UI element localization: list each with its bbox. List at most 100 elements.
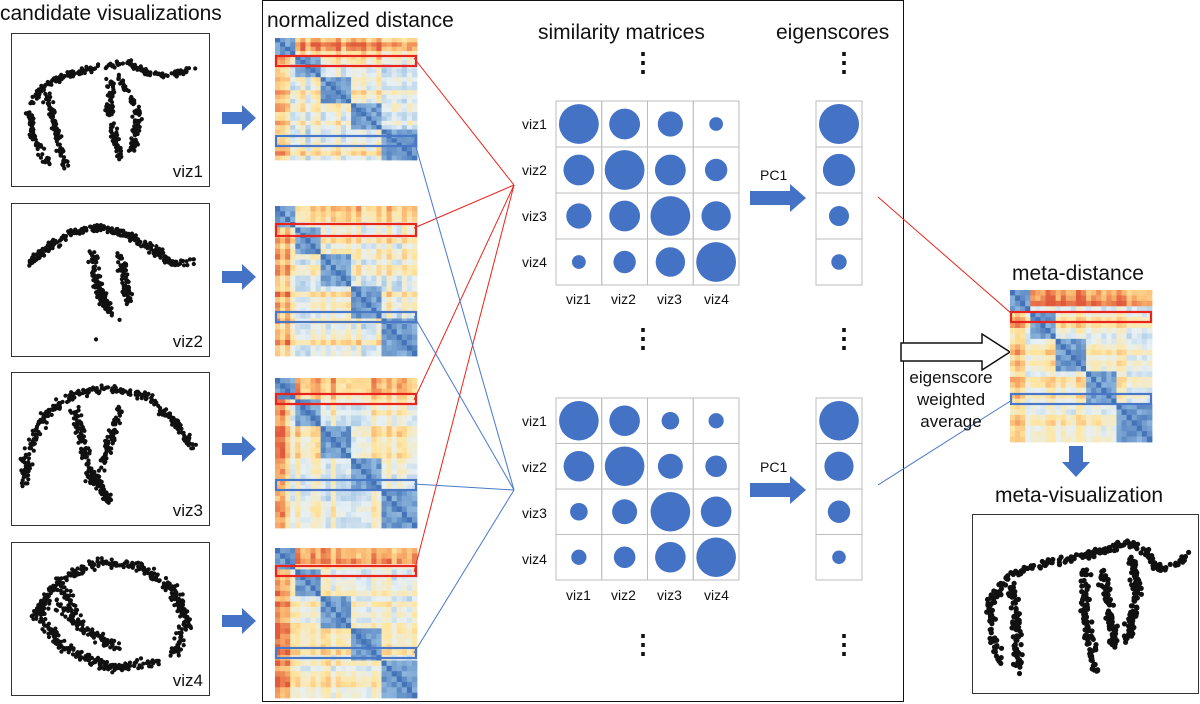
- scatter-point: [82, 448, 87, 453]
- heatmap-cell: [320, 227, 327, 234]
- heatmap-cell: [285, 151, 291, 157]
- heatmap-cell: [325, 297, 332, 303]
- heatmap-cell: [381, 275, 387, 282]
- heatmap-cell: [361, 216, 367, 223]
- heatmap-cell: [366, 275, 372, 282]
- scatter-point: [38, 411, 43, 416]
- heatmap-cell: [335, 345, 342, 352]
- heatmap-cell: [315, 394, 322, 400]
- heatmap-cell: [361, 623, 367, 629]
- heatmap-cell: [335, 350, 342, 357]
- heatmap-cell: [325, 211, 332, 218]
- heatmap-cell: [315, 129, 322, 135]
- heatmap-cell: [346, 103, 352, 109]
- heatmap-cell: [371, 580, 377, 586]
- heatmap-cell: [396, 116, 403, 122]
- heatmap-cell: [391, 580, 398, 586]
- heatmap-cell: [356, 485, 362, 491]
- heatmap-cell: [376, 558, 382, 565]
- scatter-point: [79, 71, 84, 76]
- heatmap-cell: [275, 107, 281, 113]
- heatmap-cell: [325, 442, 332, 449]
- scatter-point: [141, 661, 146, 666]
- heatmap-cell: [381, 297, 387, 303]
- heatmap-cell: [346, 155, 352, 161]
- heatmap-cell: [356, 38, 362, 43]
- heatmap-cell: [310, 606, 316, 613]
- heatmap-cell: [300, 90, 306, 96]
- heatmap-cell: [300, 378, 306, 384]
- scatter-point: [118, 145, 123, 151]
- scatter-point: [119, 228, 124, 233]
- heatmap-cell: [280, 490, 286, 497]
- heatmap-cell: [386, 350, 393, 357]
- heatmap-cell: [335, 291, 342, 298]
- heatmap-cell: [391, 458, 398, 465]
- heatmap-cell: [275, 238, 281, 244]
- heatmap-cell: [295, 623, 301, 629]
- heatmap-cell: [285, 155, 291, 161]
- heatmap-cell: [335, 378, 342, 384]
- heatmap-cell: [305, 458, 311, 465]
- heatmap-cell: [391, 307, 398, 314]
- heatmap-cell: [315, 313, 322, 319]
- heatmap-cell: [391, 558, 398, 565]
- scatter-point: [34, 424, 40, 429]
- heatmap-cell: [305, 206, 311, 212]
- heatmap-cell: [340, 501, 347, 507]
- heatmap-cell: [290, 275, 296, 282]
- heatmap-cell: [315, 103, 322, 109]
- heatmap-cell: [330, 511, 337, 518]
- heatmap-cell: [391, 415, 398, 422]
- scatter-point: [188, 624, 193, 629]
- scatter-point: [178, 614, 183, 619]
- heatmap-cell: [361, 120, 367, 126]
- scatter-point: [132, 124, 137, 129]
- heatmap-cell: [386, 72, 393, 78]
- heatmap-cell: [361, 378, 367, 384]
- viz3-panel: viz3: [11, 372, 210, 526]
- heatmap-cell: [366, 553, 372, 560]
- heatmap-cell: [275, 558, 281, 565]
- scatter-point: [84, 394, 90, 399]
- heatmap-cell: [406, 458, 413, 465]
- heatmap-cell: [305, 286, 311, 293]
- heatmap-cell: [346, 590, 352, 597]
- scatter-point: [150, 398, 155, 403]
- heatmap-cell: [305, 313, 311, 319]
- heatmap-cell: [310, 394, 316, 400]
- heatmap-cell: [351, 254, 357, 260]
- heatmap-cell: [290, 238, 296, 244]
- heatmap-cell: [376, 206, 382, 212]
- heatmap-cell: [346, 501, 352, 507]
- scatter-point: [84, 627, 89, 633]
- heatmap-cell: [310, 99, 316, 104]
- heatmap-cell: [411, 617, 418, 624]
- scatter-point: [105, 434, 110, 440]
- heatmap-cell: [361, 580, 367, 586]
- heatmap-cell: [396, 574, 403, 581]
- heatmap-cell: [401, 495, 408, 502]
- heatmap-cell: [381, 628, 387, 635]
- heatmap-cell: [340, 146, 347, 152]
- heatmap-cell: [371, 42, 377, 48]
- heatmap-cell: [335, 506, 342, 513]
- heatmap-cell: [366, 350, 372, 357]
- heatmap-cell: [305, 238, 311, 244]
- heatmap-cell: [310, 259, 316, 266]
- heatmap-cell: [275, 548, 281, 554]
- heatmap-cell: [305, 151, 311, 157]
- heatmap-cell: [391, 606, 398, 613]
- heatmap-cell: [361, 442, 367, 449]
- heatmap-cell: [290, 612, 296, 619]
- heatmap-cell: [330, 238, 337, 244]
- heatmap-cell: [411, 151, 418, 157]
- heatmap-cell: [351, 243, 357, 250]
- heatmap-cell: [386, 313, 393, 319]
- heatmap-cell: [330, 574, 337, 581]
- heatmap-cell: [386, 596, 393, 602]
- heatmap-cell: [320, 42, 327, 48]
- heatmap-cell: [366, 590, 372, 597]
- heatmap-cell: [371, 254, 377, 260]
- scatter-point: [70, 652, 76, 657]
